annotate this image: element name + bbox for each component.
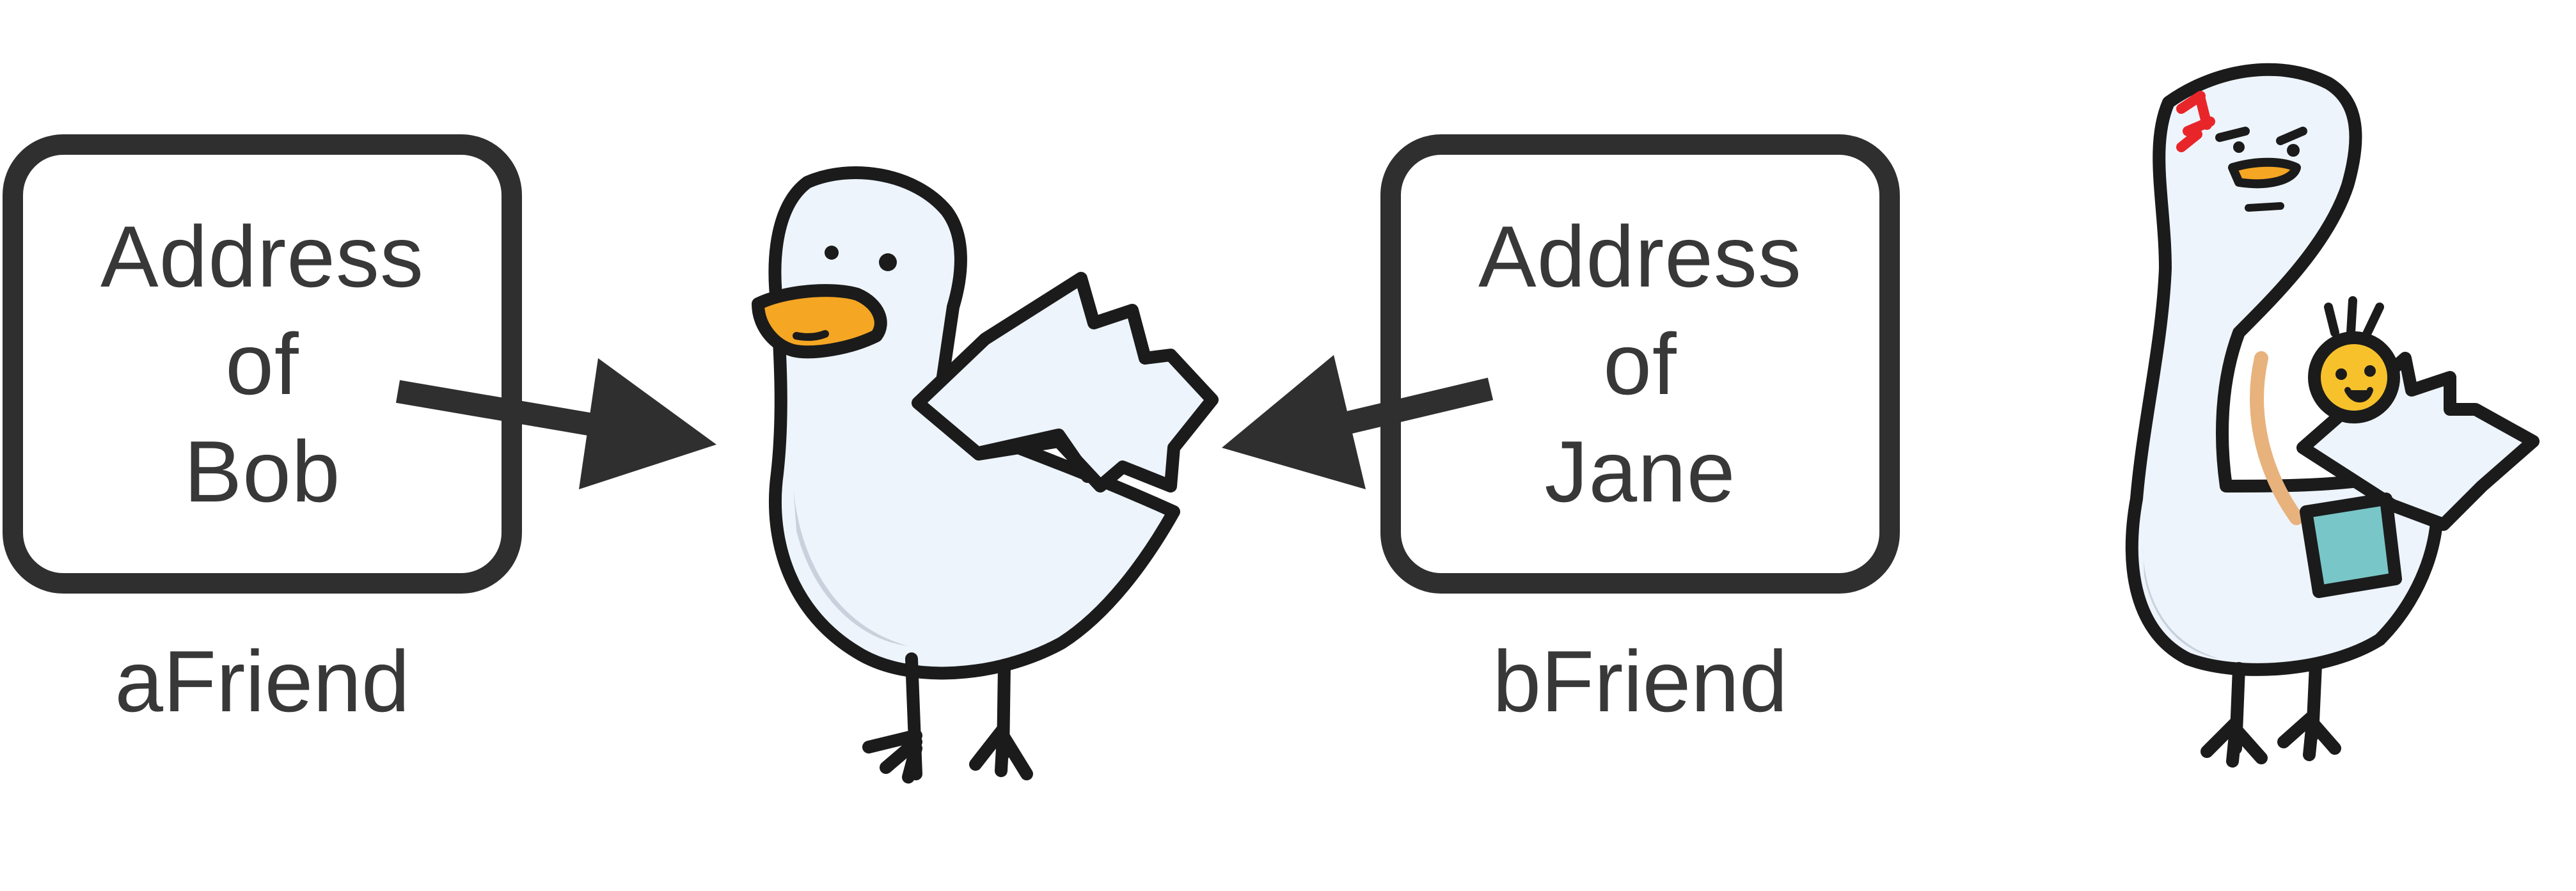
pointer-arrow-icon xyxy=(1222,355,1494,489)
angry-mother-bird-with-chick-icon xyxy=(2125,63,2540,768)
pointer-arrow-icon xyxy=(395,358,716,489)
bfriend-box: Address of Jane xyxy=(1380,134,1900,594)
bfriend-label: bFriend xyxy=(1492,633,1788,730)
afriend-value: Address of Bob xyxy=(100,208,424,520)
white-bird-icon xyxy=(752,166,1219,784)
afriend-label: aFriend xyxy=(115,633,410,730)
bfriend-value: Address of Jane xyxy=(1478,208,1802,520)
afriend-box: Address of Bob xyxy=(3,134,522,594)
